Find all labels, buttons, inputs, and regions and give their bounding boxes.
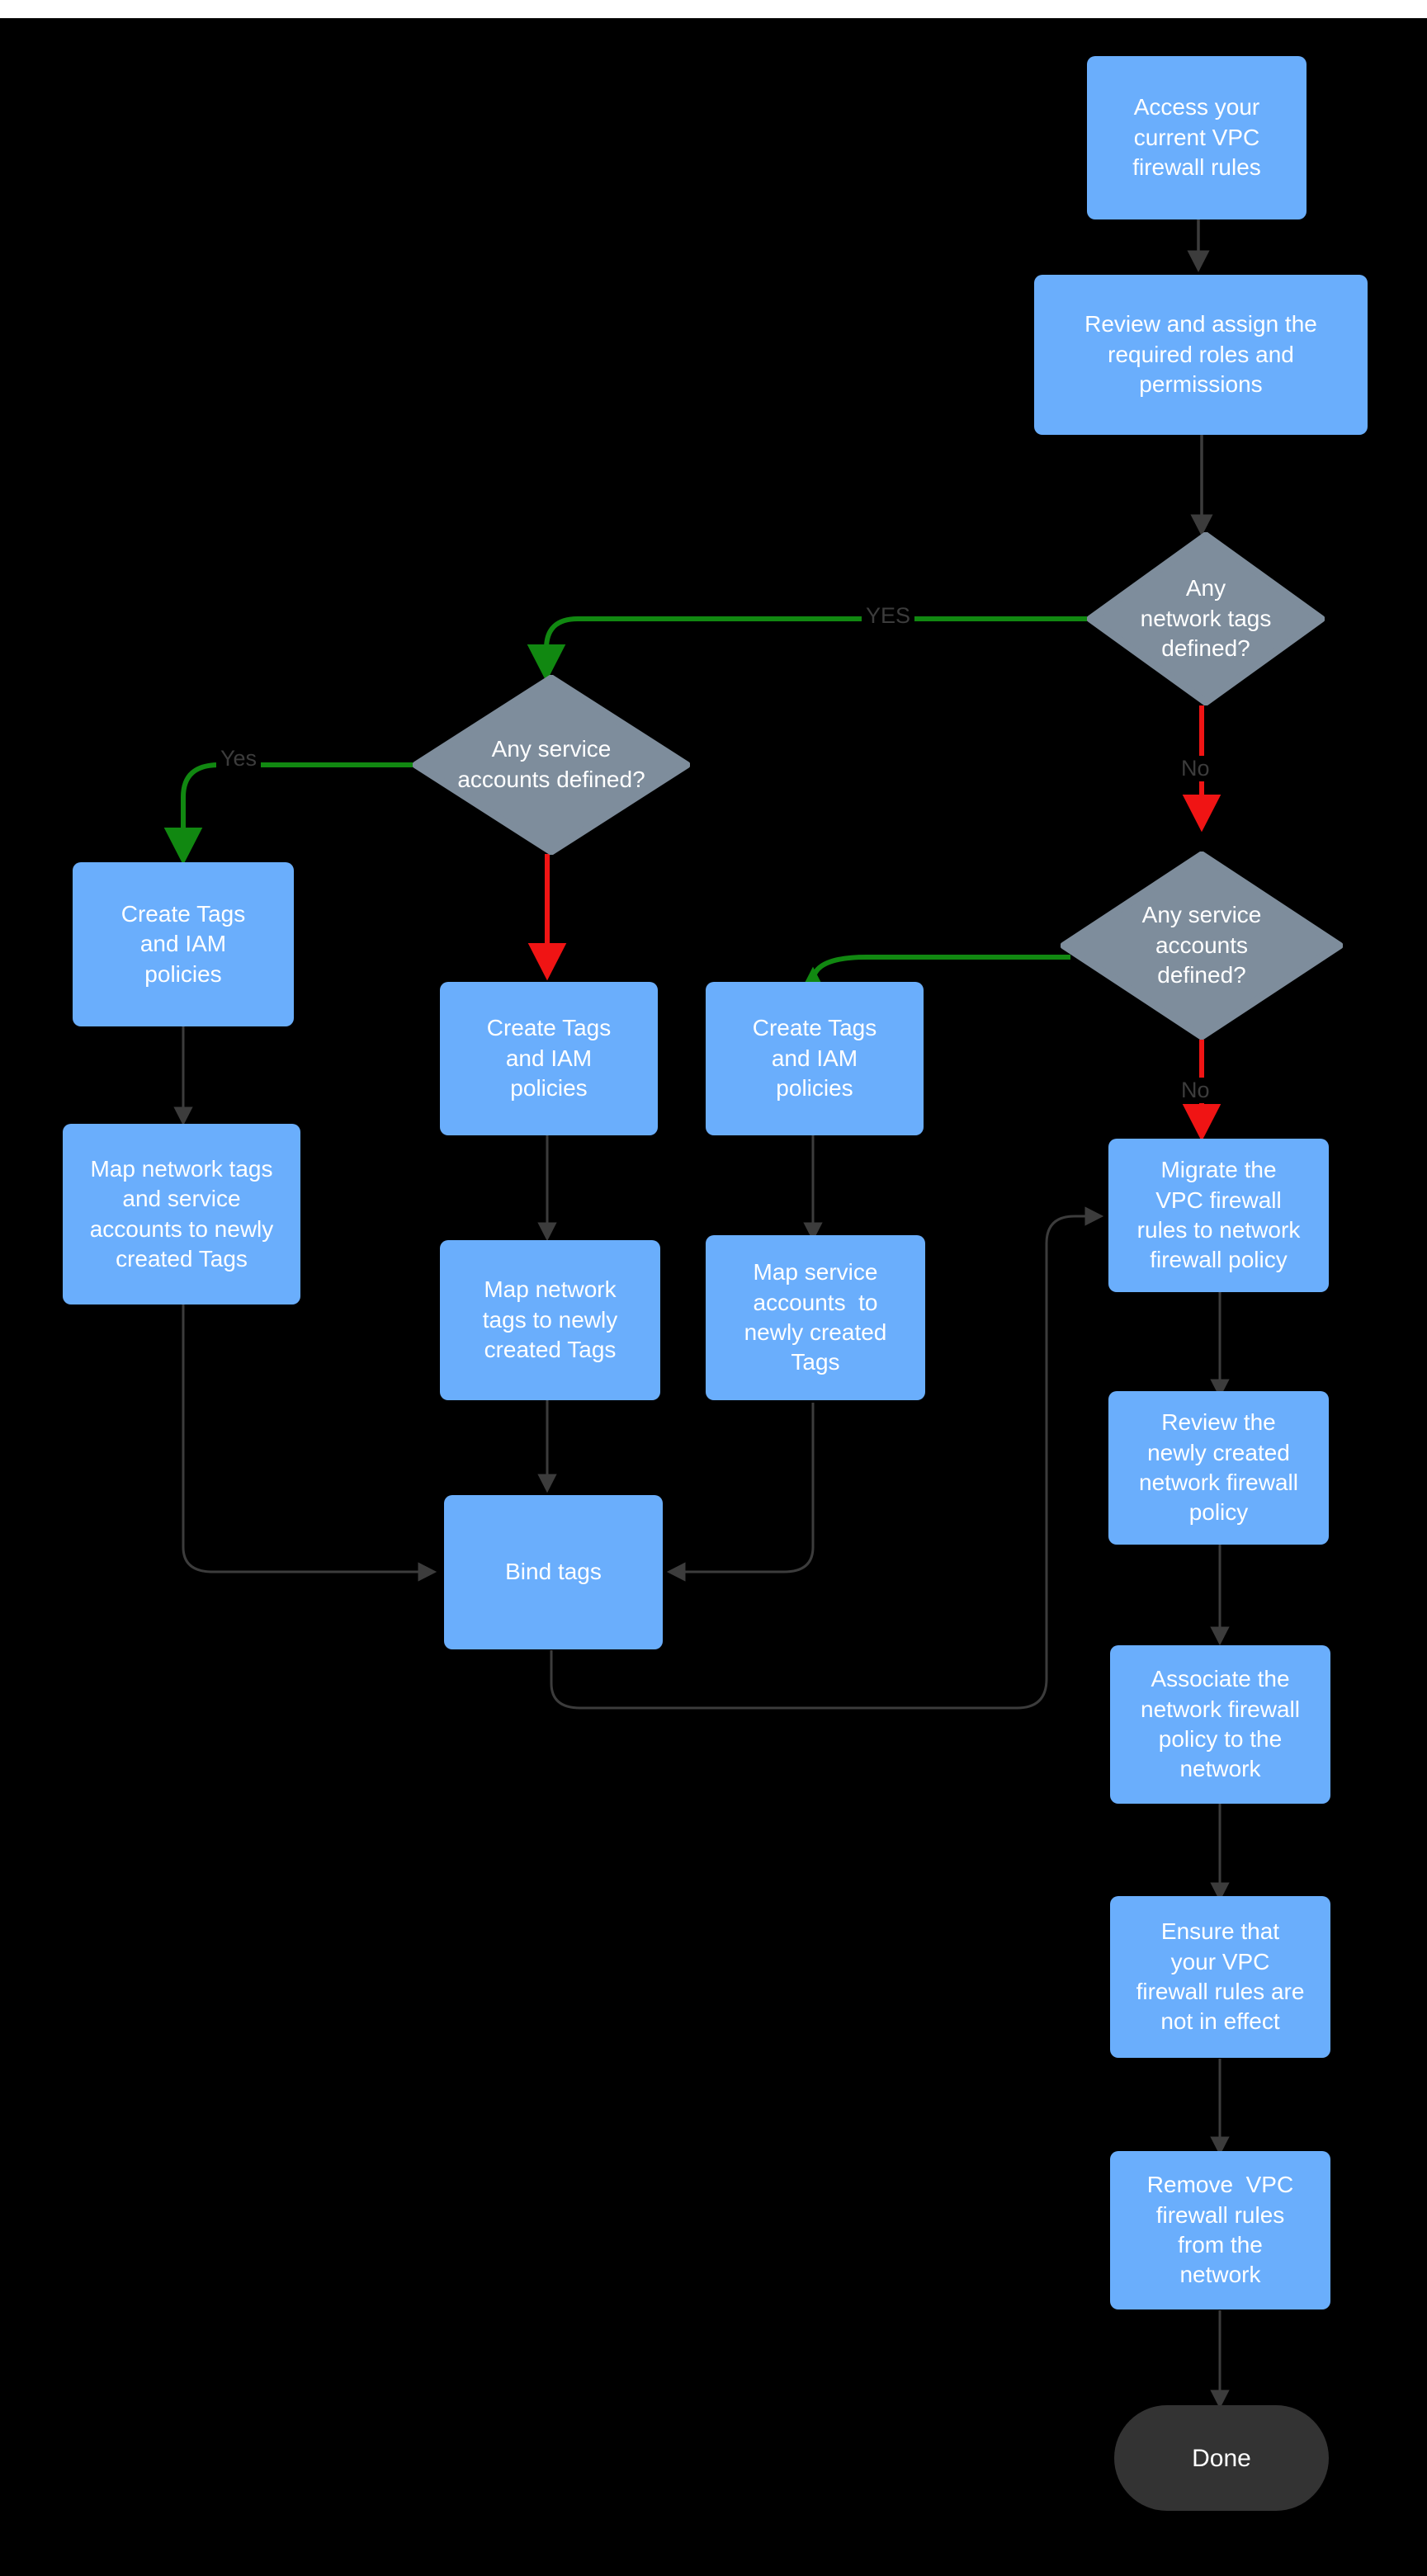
node-done[interactable]: Done bbox=[1114, 2405, 1329, 2511]
diamond-shape bbox=[1087, 532, 1325, 705]
diamond-shape bbox=[1061, 852, 1343, 1040]
node-create-tags-iam-right[interactable]: Create Tags and IAM policies bbox=[706, 982, 924, 1135]
node-map-service-accounts[interactable]: Map service accounts to newly created Ta… bbox=[706, 1235, 925, 1400]
node-create-tags-iam-left[interactable]: Create Tags and IAM policies bbox=[73, 862, 294, 1026]
node-label: Any network tags defined? bbox=[1140, 574, 1272, 662]
edge-network-tags-yes bbox=[527, 616, 1087, 682]
edge-service-accounts-left-yes bbox=[163, 762, 413, 866]
node-label: Create Tags and IAM policies bbox=[486, 1015, 612, 1102]
edge-map-right-to-bind bbox=[666, 1403, 815, 1582]
node-label: Map network tags and service accounts to… bbox=[89, 1155, 274, 1271]
edge-service-accounts-right-yes bbox=[793, 955, 1070, 1005]
node-label: Bind tags bbox=[505, 1559, 602, 1585]
node-label: Remove VPC firewall rules from the netwo… bbox=[1146, 2172, 1294, 2288]
edge-label-service-accounts-left-yes: Yes bbox=[216, 746, 262, 771]
node-label: Map network tags to newly created Tags bbox=[482, 1276, 618, 1363]
node-service-accounts-defined-left[interactable]: Any service accounts defined? bbox=[413, 675, 690, 855]
node-label: Any service accounts defined? bbox=[1141, 901, 1262, 988]
node-create-tags-iam-middle[interactable]: Create Tags and IAM policies bbox=[440, 982, 658, 1135]
node-label: Review the newly created network firewal… bbox=[1139, 1409, 1298, 1526]
node-service-accounts-defined-right[interactable]: Any service accounts defined? bbox=[1061, 852, 1343, 1040]
edge-label-network-tags-yes: YES bbox=[862, 603, 915, 629]
node-label: Done bbox=[1192, 2444, 1251, 2472]
node-map-network-tags-and-service-accounts[interactable]: Map network tags and service accounts to… bbox=[63, 1124, 300, 1305]
node-map-network-tags[interactable]: Map network tags to newly created Tags bbox=[440, 1240, 660, 1400]
node-label: Create Tags and IAM policies bbox=[120, 900, 246, 987]
node-access-vpc-rules[interactable]: Access your current VPC firewall rules bbox=[1087, 56, 1307, 219]
diamond-shape bbox=[413, 675, 690, 855]
node-ensure-not-in-effect[interactable]: Ensure that your VPC firewall rules are … bbox=[1110, 1896, 1330, 2058]
node-label: Migrate the VPC firewall rules to networ… bbox=[1136, 1157, 1301, 1273]
node-label: Review and assign the required roles and… bbox=[1084, 311, 1317, 398]
node-label: Any service accounts defined? bbox=[457, 736, 645, 792]
node-remove-vpc-rules[interactable]: Remove VPC firewall rules from the netwo… bbox=[1110, 2151, 1330, 2309]
node-bind-tags[interactable]: Bind tags bbox=[444, 1495, 663, 1649]
node-label: Associate the network firewall policy to… bbox=[1141, 1666, 1300, 1782]
edge-label-network-tags-no: No bbox=[1177, 756, 1214, 781]
node-label: Create Tags and IAM policies bbox=[752, 1015, 877, 1102]
node-label: Map service accounts to newly created Ta… bbox=[744, 1259, 887, 1375]
node-network-tags-defined[interactable]: Any network tags defined? bbox=[1087, 532, 1325, 705]
node-review-roles[interactable]: Review and assign the required roles and… bbox=[1034, 275, 1368, 435]
node-label: Ensure that your VPC firewall rules are … bbox=[1136, 1918, 1305, 2035]
node-label: Access your current VPC firewall rules bbox=[1132, 94, 1261, 181]
node-migrate-rules[interactable]: Migrate the VPC firewall rules to networ… bbox=[1108, 1139, 1329, 1292]
node-associate-policy[interactable]: Associate the network firewall policy to… bbox=[1110, 1645, 1330, 1804]
edge-label-service-accounts-right-no: No bbox=[1177, 1078, 1214, 1103]
top-white-strip bbox=[0, 0, 1427, 18]
node-review-policy[interactable]: Review the newly created network firewal… bbox=[1108, 1391, 1329, 1545]
edge-map-left-to-bind bbox=[182, 1304, 437, 1582]
